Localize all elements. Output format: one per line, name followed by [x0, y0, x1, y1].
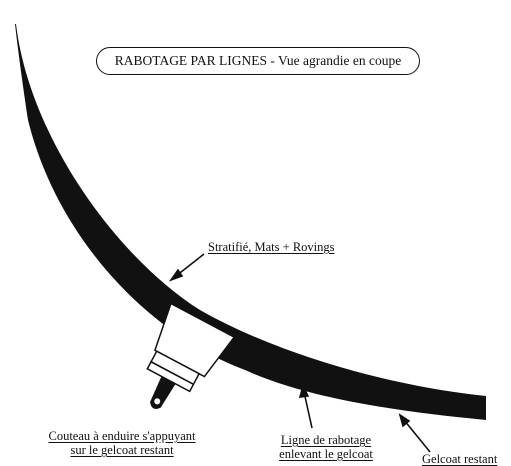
gelcoat-step-4 [281, 372, 299, 382]
gelcoat-arrow [398, 413, 431, 453]
knife-label-line2: sur le gelcoat restant [70, 443, 174, 457]
laminate-label: Stratifié, Mats + Rovings [208, 240, 335, 254]
knife-label: Couteau à enduire s'appuyant sur le gelc… [24, 429, 220, 457]
knife-label-line1: Couteau à enduire s'appuyant [48, 429, 196, 443]
laminate-arrow [168, 253, 205, 282]
gelcoat-step-1 [51, 180, 63, 192]
planing-label: Ligne de rabotage enlevant le gelcoat [266, 433, 386, 461]
laminate-band [15, 24, 486, 420]
gelcoat-step-5 [351, 394, 371, 404]
planing-label-line1: Ligne de rabotage [280, 433, 372, 447]
gelcoat-step-2 [117, 259, 131, 271]
scraper-knife [146, 300, 237, 409]
gelcoat-label: Gelcoat restant [422, 452, 498, 466]
planing-arrow [298, 383, 313, 429]
diagram-title: RABOTAGE PAR LIGNES - Vue agrandie en co… [96, 47, 420, 75]
planing-label-line2: enlevant le gelcoat [279, 447, 373, 461]
